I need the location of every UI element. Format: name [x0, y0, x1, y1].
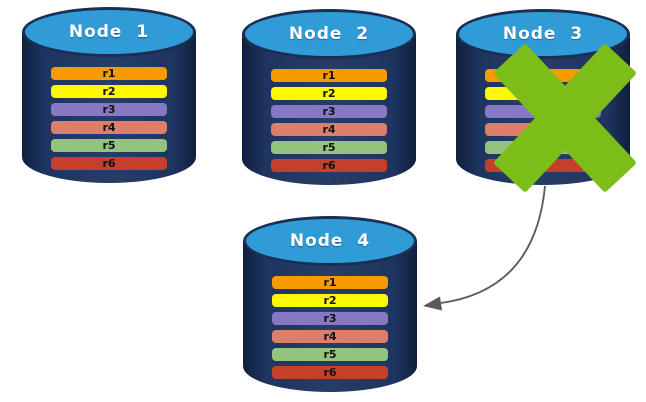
node-4-row-r5: r5 [272, 348, 388, 361]
node-2-row-r5: r5 [271, 141, 387, 154]
node-2-row-r3: r3 [271, 105, 387, 118]
node-2: Node 2 r1 r2 r3 r4 r5 r6 [242, 9, 416, 185]
node-3-top-ellipse: Node 3 [456, 9, 630, 59]
node-3-title: Node 3 [502, 24, 584, 44]
node-1-row-r4: r4 [51, 121, 167, 134]
node-4-rows: r1 r2 r3 r4 r5 r6 [272, 276, 388, 384]
node-4-top-ellipse: Node 4 [243, 216, 417, 266]
node-2-top-ellipse: Node 2 [242, 9, 416, 59]
node-4-row-r1: r1 [272, 276, 388, 289]
node-1-row-r2: r2 [51, 85, 167, 98]
node-1-top-ellipse: Node 1 [22, 7, 196, 57]
node-3: Node 3 r1 r2 r3 r4 r5 r6 [456, 9, 638, 193]
node-2-row-r1: r1 [271, 69, 387, 82]
node-2-row-r2: r2 [271, 87, 387, 100]
node-4-row-r3: r3 [272, 312, 388, 325]
node-1-row-r1: r1 [51, 67, 167, 80]
node-4-row-r6: r6 [272, 366, 388, 379]
node-2-title: Node 2 [288, 24, 370, 44]
node-2-row-r6: r6 [271, 159, 387, 172]
node-4-row-r4: r4 [272, 330, 388, 343]
node-1-rows: r1 r2 r3 r4 r5 r6 [51, 67, 167, 175]
node-4-title: Node 4 [289, 231, 371, 251]
node-4: Node 4 r1 r2 r3 r4 r5 r6 [243, 216, 417, 392]
node-2-rows: r1 r2 r3 r4 r5 r6 [271, 69, 387, 177]
arrow-curve [440, 185, 546, 304]
node-1-row-r3: r3 [51, 103, 167, 116]
node-4-row-r2: r2 [272, 294, 388, 307]
node-1-title: Node 1 [68, 22, 150, 42]
node-1-row-r6: r6 [51, 157, 167, 170]
arrow-head [423, 296, 442, 311]
node-1: Node 1 r1 r2 r3 r4 r5 r6 [22, 7, 196, 183]
node-1-row-r5: r5 [51, 139, 167, 152]
node-2-row-r4: r4 [271, 123, 387, 136]
